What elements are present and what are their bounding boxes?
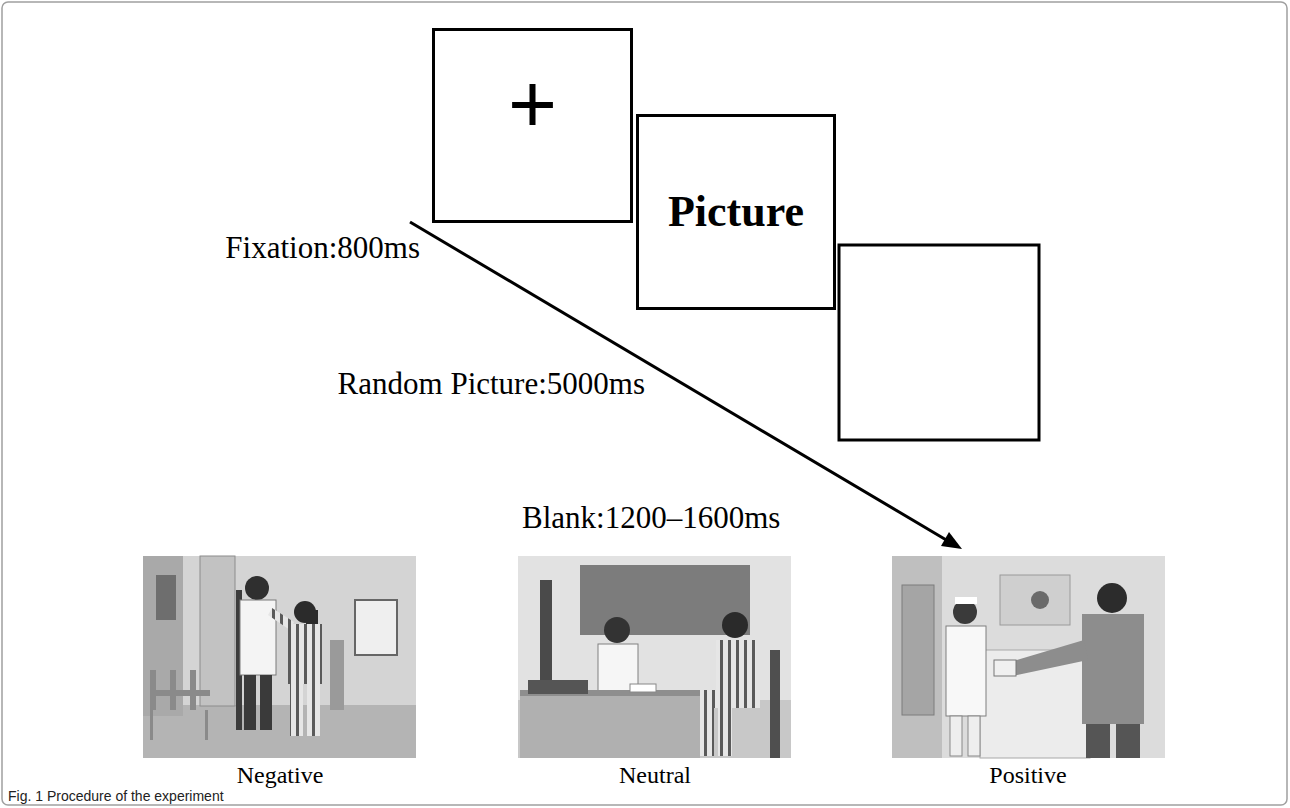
photo-part [268, 608, 294, 630]
photo-part [902, 585, 934, 715]
photo-part [307, 684, 320, 736]
photo-part [1010, 640, 1088, 676]
photo-part [968, 716, 980, 756]
photo-part [892, 556, 1165, 758]
photo-part [290, 684, 303, 736]
figure-caption: Fig. 1 Procedure of the experiment [8, 788, 224, 805]
photo-part [245, 576, 269, 600]
photo-caption: Negative [237, 762, 324, 790]
photo-part [150, 690, 210, 696]
photo-part [330, 640, 344, 710]
photo-part [718, 706, 732, 756]
photo-part [994, 660, 1016, 676]
photo-part [170, 670, 176, 710]
stimulus-frame: Picture [636, 114, 836, 310]
photo-part [244, 675, 256, 730]
blank-frame [839, 245, 1039, 440]
photo-part [156, 575, 176, 620]
photo-part [892, 556, 942, 758]
photo-caption: Neutral [619, 762, 691, 790]
photo-part [205, 710, 208, 740]
timing-label: Blank:1200–1600ms [522, 500, 780, 536]
photo-part [520, 690, 700, 758]
negative-photo [143, 556, 416, 758]
photo-part [1082, 614, 1144, 724]
photo-part [528, 680, 588, 694]
photo-part [1086, 724, 1110, 758]
photo-part [604, 617, 630, 643]
photo-part [1116, 724, 1140, 758]
photo-part [950, 716, 962, 756]
neutral-photo [518, 556, 791, 758]
photo-part [955, 597, 977, 604]
stimulus-label: Picture [668, 188, 804, 236]
photo-part [143, 556, 416, 758]
photo-part [700, 706, 714, 756]
photo-part [1097, 583, 1127, 613]
photo-part [1000, 575, 1070, 625]
photo-part [1031, 591, 1049, 609]
photo-part [143, 705, 416, 758]
photo-part [722, 612, 748, 638]
photo-part [630, 684, 656, 692]
photo-part [150, 710, 153, 740]
photo-caption: Positive [989, 762, 1066, 790]
photo-part [700, 690, 760, 708]
photo-part [150, 670, 210, 740]
photo-part [150, 670, 156, 710]
photo-part [941, 532, 962, 549]
timing-label: Fixation:800ms [225, 230, 420, 266]
photo-part [260, 675, 272, 730]
photo-part [288, 624, 322, 684]
photo-part [770, 650, 780, 758]
timing-label: Random Picture:5000ms [338, 366, 645, 402]
photo-part [190, 670, 196, 710]
photo-part [355, 600, 397, 655]
photo-part [200, 556, 235, 706]
photo-part [946, 626, 986, 716]
fixation-cross: + [508, 61, 557, 145]
positive-photo [892, 556, 1165, 758]
fixation-frame: + [432, 28, 633, 223]
photo-part [518, 556, 791, 758]
